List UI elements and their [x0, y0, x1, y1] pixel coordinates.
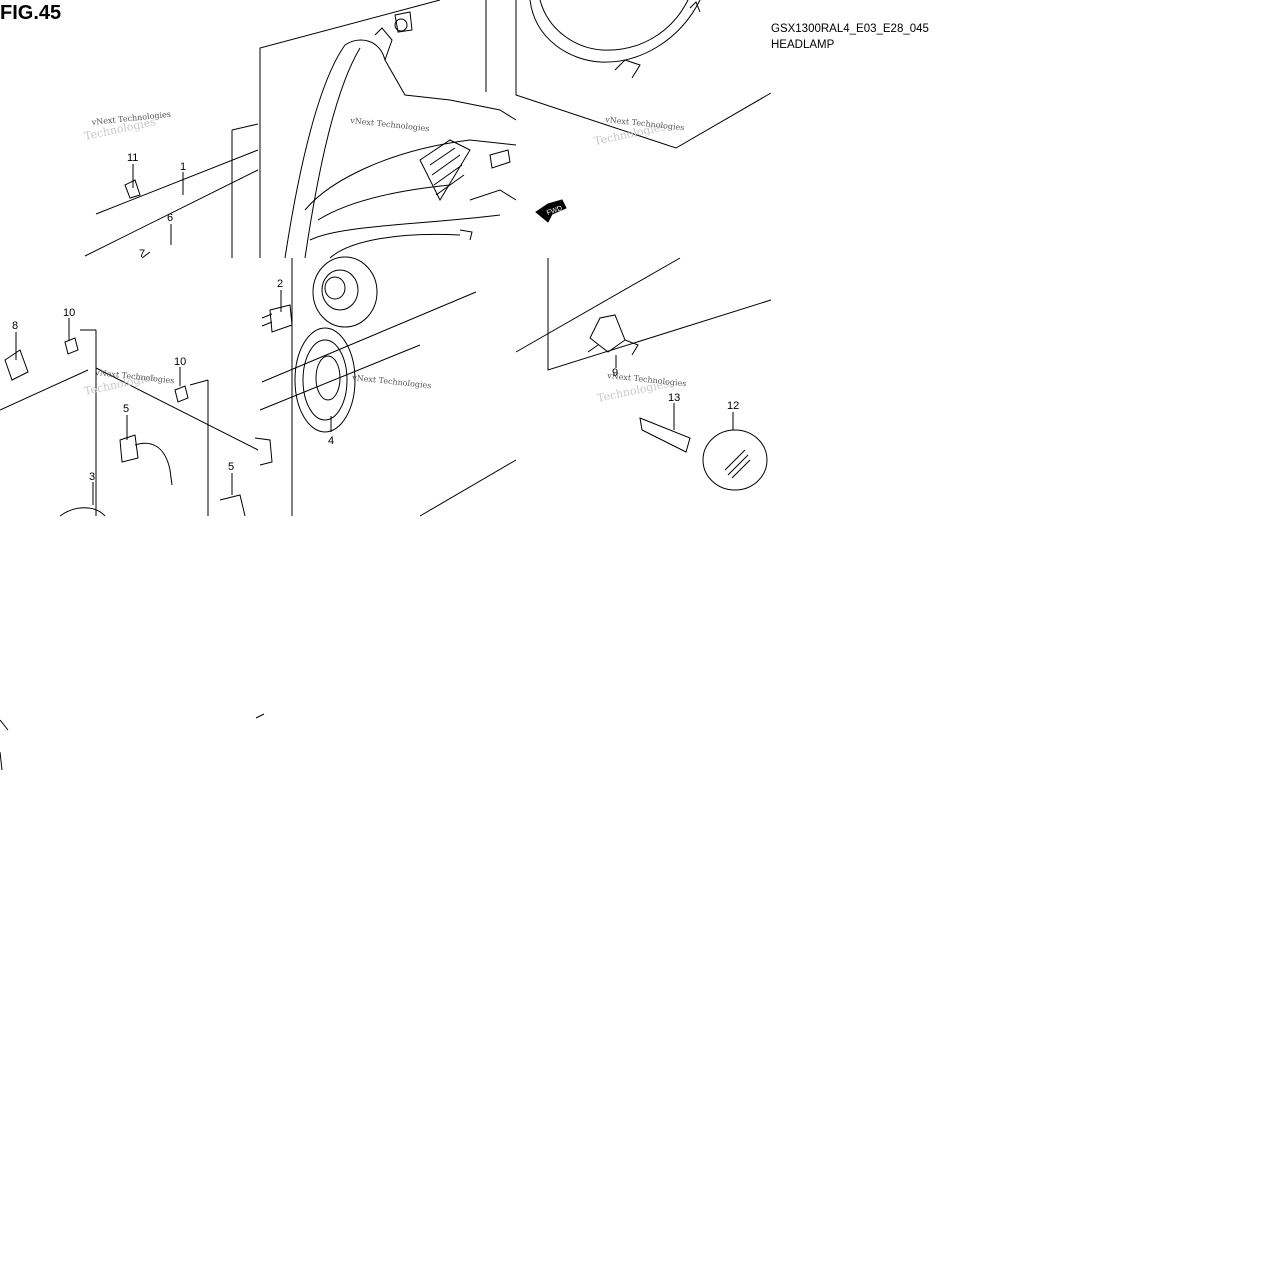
assembly-frame-lines	[0, 0, 772, 771]
fwd-arrow: FWD	[535, 199, 567, 223]
lens-assembly	[529, 0, 701, 79]
left-side-parts	[4, 179, 273, 517]
bulb-socket-assembly	[261, 256, 378, 433]
leader-lines	[15, 164, 734, 505]
callout-6: 6	[167, 212, 173, 224]
callout-1: 1	[180, 161, 186, 173]
callout-5-lower: 5	[228, 461, 234, 473]
bulb-part-9	[587, 314, 639, 356]
figure-code: GSX1300RAL4_E03_E28_045	[771, 23, 929, 35]
figure-label: FIG.45	[0, 2, 62, 24]
callout-10-right: 10	[174, 356, 186, 368]
callout-9: 9	[612, 367, 618, 379]
parts-12-13	[639, 417, 768, 491]
callout-12: 12	[727, 400, 739, 412]
watermark-5: vNext Technologies	[351, 373, 432, 390]
callout-5-upper: 5	[123, 403, 129, 415]
callout-3: 3	[89, 471, 95, 483]
watermark-2: vNext Technologies	[349, 116, 430, 133]
callout-4: 4	[328, 435, 334, 447]
callout-7: 7	[139, 248, 145, 260]
callout-13: 13	[668, 392, 680, 404]
part-callouts: 1 2 3 4 5 5 6 7 8 9 10 10 11 12 13	[12, 152, 739, 483]
callout-10-left: 10	[63, 307, 75, 319]
callout-8: 8	[12, 320, 18, 332]
callout-11: 11	[127, 152, 138, 164]
headlamp-housing	[284, 11, 517, 259]
callout-2: 2	[277, 278, 283, 290]
figure-name: HEADLAMP	[771, 39, 835, 51]
